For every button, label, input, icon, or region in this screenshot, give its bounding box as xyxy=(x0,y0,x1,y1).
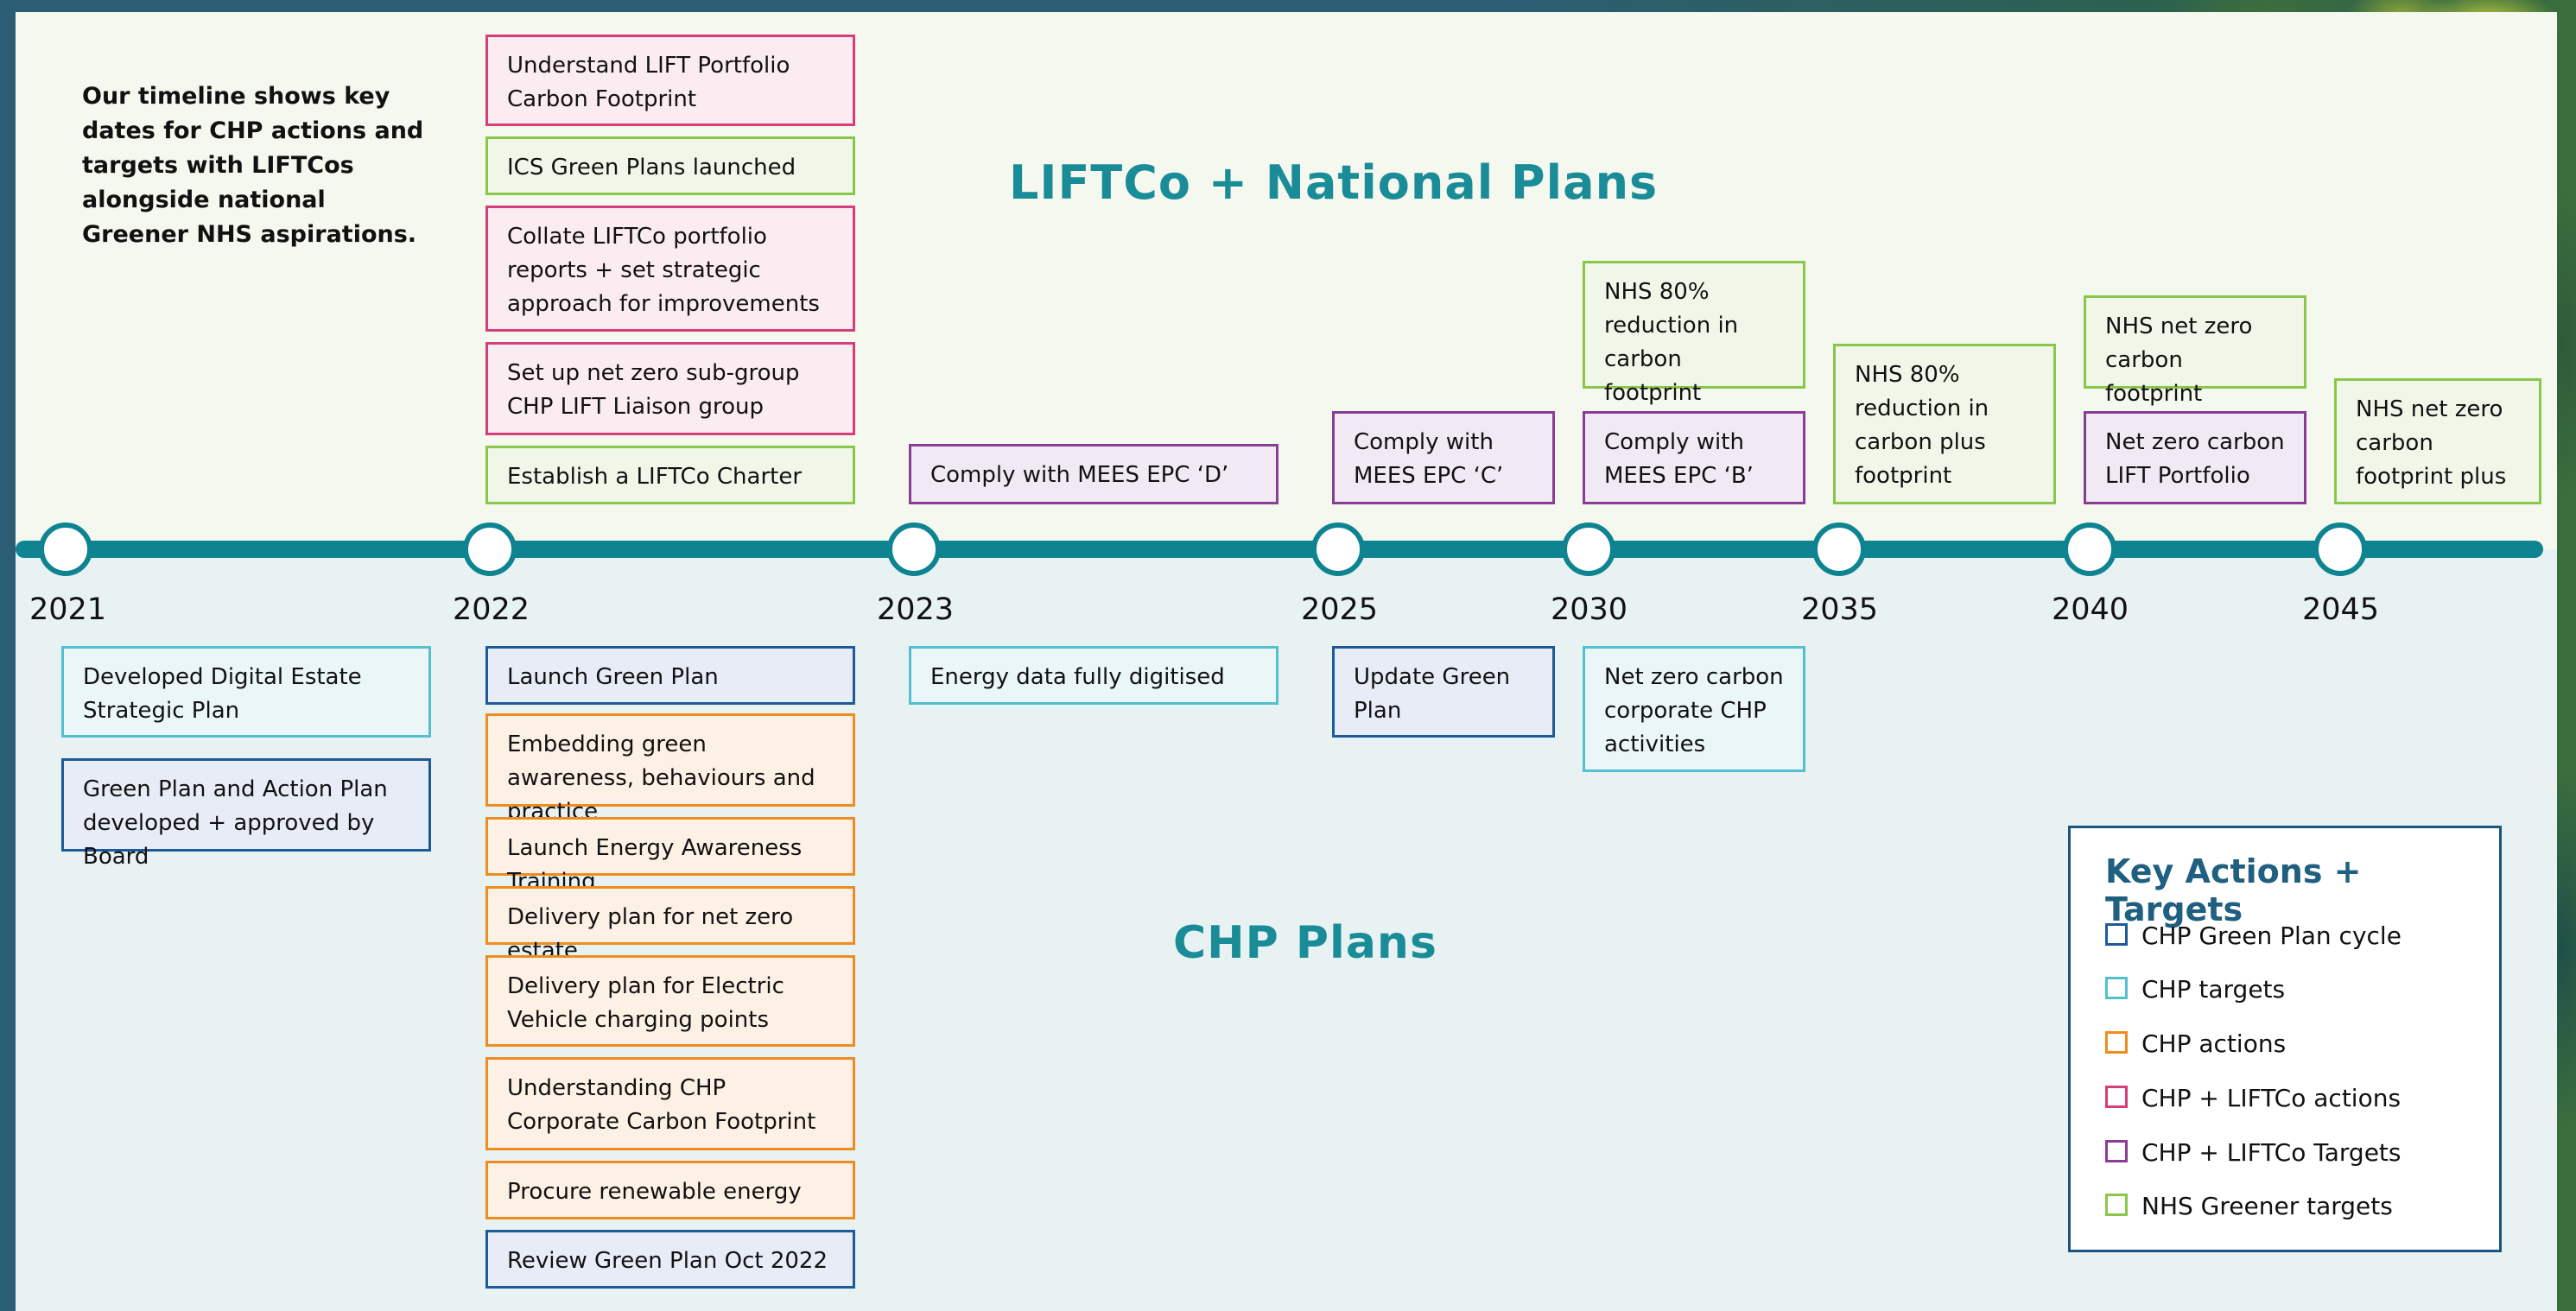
item-box: Net zero carbon corporate CHP activities xyxy=(1583,646,1805,772)
timeline-node-2045 xyxy=(2313,522,2367,576)
item-box: Launch Energy Awareness Training xyxy=(485,817,855,895)
item-box: Comply with MEES EPC ‘B’ xyxy=(1583,411,1805,504)
year-label-2022: 2022 xyxy=(453,592,530,627)
legend-item: CHP + LIFTCo actions xyxy=(2105,1084,2401,1112)
timeline-node-2035 xyxy=(1812,522,1866,576)
item-box: Embedding green awareness, behaviours an… xyxy=(485,713,855,825)
item-box: Comply with MEES EPC ‘C’ xyxy=(1332,411,1555,504)
item-box: Establish a LIFTCo Charter xyxy=(485,446,855,504)
legend-swatch xyxy=(2105,1194,2128,1216)
year-label-2040: 2040 xyxy=(2052,592,2129,627)
item-box: NHS net zero carbon footprint plus xyxy=(2334,378,2541,504)
year-label-2035: 2035 xyxy=(1801,592,1879,627)
legend-item: CHP targets xyxy=(2105,975,2285,1004)
legend-swatch xyxy=(2105,923,2128,946)
chp-plans-heading: CHP Plans xyxy=(1173,917,1437,969)
item-box: NHS 80% reduction in carbon footprint xyxy=(1583,261,1805,406)
liftco-national-heading: LIFTCo + National Plans xyxy=(1009,155,1659,210)
year-label-2025: 2025 xyxy=(1301,592,1379,627)
timeline-node-2022 xyxy=(463,522,517,576)
legend-label: NHS Greener targets xyxy=(2141,1192,2393,1220)
item-box: Review Green Plan Oct 2022 xyxy=(485,1230,855,1289)
item-box: Developed Digital Estate Strategic Plan xyxy=(61,646,431,738)
legend-box: Key Actions + Targets CHP Green Plan cyc… xyxy=(2068,826,2502,1252)
item-box: Green Plan and Action Plan developed + a… xyxy=(61,758,431,870)
legend-swatch xyxy=(2105,1031,2128,1054)
item-box: Update Green Plan xyxy=(1332,646,1555,738)
legend-label: CHP Green Plan cycle xyxy=(2141,922,2402,950)
legend-title: Key Actions + Targets xyxy=(2105,852,2362,928)
item-box: Understand LIFT Portfolio Carbon Footpri… xyxy=(485,35,855,126)
legend-label: CHP + LIFTCo actions xyxy=(2141,1084,2402,1112)
item-box: Delivery plan for Electric Vehicle charg… xyxy=(485,955,855,1047)
item-box: Launch Green Plan xyxy=(485,646,855,705)
legend-item: CHP actions xyxy=(2105,1029,2286,1058)
legend-label: CHP actions xyxy=(2141,1029,2287,1058)
legend-item: CHP + LIFTCo Targets xyxy=(2105,1138,2401,1167)
year-label-2030: 2030 xyxy=(1551,592,1628,627)
legend-swatch xyxy=(2105,1140,2128,1162)
item-box: Understanding CHP Corporate Carbon Footp… xyxy=(485,1057,855,1150)
item-box: Delivery plan for net zero estate xyxy=(485,886,855,964)
item-box: Net zero carbon LIFT Portfolio xyxy=(2084,411,2306,504)
item-box: NHS net zero carbon footprint xyxy=(2084,295,2306,407)
item-box: Set up net zero sub-group CHP LIFT Liais… xyxy=(485,342,855,435)
item-box: Energy data fully digitised xyxy=(909,646,1278,705)
legend-item: CHP Green Plan cycle xyxy=(2105,922,2402,950)
item-box: ICS Green Plans launched xyxy=(485,136,855,195)
item-box: Collate LIFTCo portfolio reports + set s… xyxy=(485,206,855,332)
timeline-node-2023 xyxy=(887,522,941,576)
year-label-2021: 2021 xyxy=(29,592,107,627)
item-box: Comply with MEES EPC ‘D’ xyxy=(909,444,1278,504)
legend-swatch xyxy=(2105,977,2128,999)
year-label-2023: 2023 xyxy=(877,592,955,627)
timeline-node-2021 xyxy=(39,522,92,576)
year-label-2045: 2045 xyxy=(2302,592,2380,627)
timeline-node-2040 xyxy=(2063,522,2116,576)
legend-label: CHP targets xyxy=(2141,975,2286,1004)
item-box: NHS 80% reduction in carbon plus footpri… xyxy=(1833,344,2056,504)
legend-item: NHS Greener targets xyxy=(2105,1192,2393,1220)
timeline-line xyxy=(16,541,2543,558)
item-box: Procure renewable energy xyxy=(485,1161,855,1219)
legend-swatch xyxy=(2105,1086,2128,1108)
timeline-node-2030 xyxy=(1562,522,1615,576)
timeline-node-2025 xyxy=(1311,522,1365,576)
legend-label: CHP + LIFTCo Targets xyxy=(2141,1138,2402,1167)
intro-text: Our timeline shows key dates for CHP act… xyxy=(82,83,424,248)
